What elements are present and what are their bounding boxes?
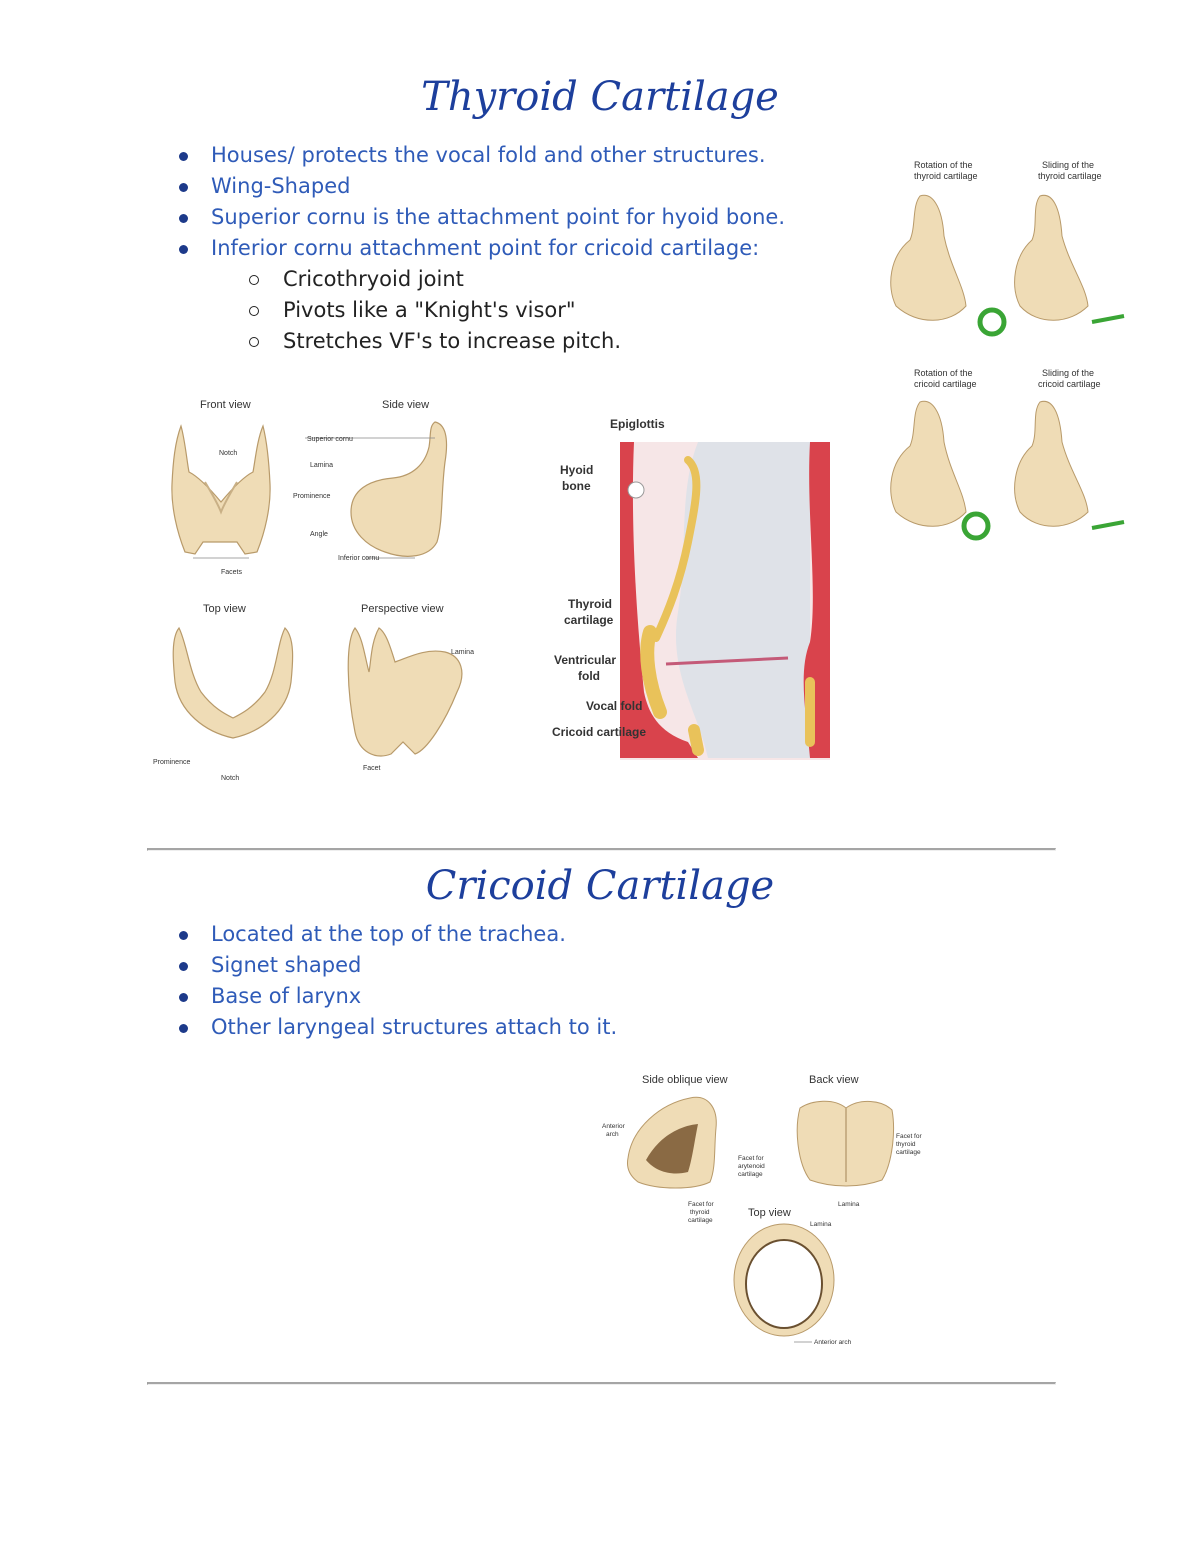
notch-top-label: Notch: [221, 775, 239, 782]
thyroid-sub-list: Cricothryoid joint Pivots like a "Knight…: [211, 264, 785, 357]
superior-cornu-label: Superior cornu: [307, 436, 353, 443]
inferior-cornu-label: Inferior cornu: [338, 555, 379, 562]
sub-list-item: Stretches VF's to increase pitch.: [249, 326, 785, 357]
angle-label: Angle: [310, 531, 328, 538]
bullet-ring-icon: [249, 306, 259, 316]
facet-thy-back-label-3: cartilage: [896, 1149, 921, 1156]
facet-thy-back-label-2: thyroid: [896, 1141, 916, 1148]
bullet-text: Superior cornu is the attachment point f…: [211, 205, 786, 229]
thyroid-label-1: Thyroid: [568, 597, 612, 611]
thyroid-label-2: cartilage: [564, 613, 614, 627]
cricoid-bullet-list: Located at the top of the trachea. Signe…: [178, 919, 617, 1043]
lamina-label: Lamina: [310, 462, 333, 469]
list-item: Houses/ protects the vocal fold and othe…: [178, 140, 785, 171]
bullet-dot-icon: [179, 931, 188, 940]
list-item: Inferior cornu attachment point for cric…: [178, 233, 785, 357]
facet-thy-label-3: cartilage: [688, 1217, 713, 1224]
bullet-text: Base of larynx: [211, 984, 362, 1008]
rot-thyroid-label-2: thyroid cartilage: [914, 171, 978, 181]
hyoid-label-2: bone: [562, 479, 591, 493]
front-view-label: Front view: [200, 399, 251, 411]
sub-bullet-text: Stretches VF's to increase pitch.: [283, 329, 621, 353]
lamina-persp-label: Lamina: [451, 649, 474, 656]
cricoid-title: Cricoid Cartilage: [425, 863, 775, 909]
prominence-label: Prominence: [293, 493, 330, 500]
thyroid-title: Thyroid Cartilage: [421, 74, 779, 120]
section-divider: [147, 1382, 1056, 1385]
anterior-arch-label-2: arch: [606, 1131, 619, 1138]
facet-thy-back-label-1: Facet for: [896, 1133, 922, 1140]
anterior-arch-top-label: Anterior arch: [814, 1339, 852, 1346]
bullet-dot-icon: [179, 993, 188, 1002]
anterior-arch-label-1: Anterior: [602, 1123, 626, 1130]
bullet-ring-icon: [249, 337, 259, 347]
bullet-dot-icon: [179, 152, 188, 161]
cricoid-label: Cricoid cartilage: [552, 725, 646, 739]
list-item: Superior cornu is the attachment point f…: [178, 202, 785, 233]
bullet-text: Other laryngeal structures attach to it.: [211, 1015, 618, 1039]
bullet-dot-icon: [179, 1024, 188, 1033]
bullet-dot-icon: [179, 962, 188, 971]
slide-cricoid-label-1: Sliding of the: [1042, 368, 1094, 378]
thyroid-bullet-list: Houses/ protects the vocal fold and othe…: [178, 140, 785, 357]
thyroid-views-figure: Front view Side view Superior cornu Notc…: [145, 392, 495, 792]
facets-label: Facets: [221, 569, 243, 576]
thyroid-perspective-shape: [347, 627, 463, 757]
bullet-text: Houses/ protects the vocal fold and othe…: [211, 143, 766, 167]
slide-thyroid-label-1: Sliding of the: [1042, 160, 1094, 170]
rot-cricoid-label-2: cricoid cartilage: [914, 379, 977, 389]
list-item: Located at the top of the trachea.: [178, 919, 617, 950]
list-item: Other laryngeal structures attach to it.: [178, 1012, 617, 1043]
slide-cricoid-label-2: cricoid cartilage: [1038, 379, 1101, 389]
cricoid-views-figure: Side oblique view Back view Anterior arc…: [598, 1068, 938, 1353]
bullet-text: Located at the top of the trachea.: [211, 922, 566, 946]
lamina-back-label: Lamina: [838, 1201, 860, 1208]
epiglottis-label: Epiglottis: [610, 417, 665, 431]
facet-aryt-label-1: Facet for: [738, 1155, 764, 1162]
thyroid-front-shape: [171, 424, 271, 555]
list-item: Wing-Shaped: [178, 171, 785, 202]
rot-cricoid-label-1: Rotation of the: [914, 368, 973, 378]
facet-thy-label-2: thyroid: [690, 1209, 710, 1216]
perspective-view-label: Perspective view: [361, 603, 444, 615]
prominence-top-label: Prominence: [153, 759, 190, 766]
facet-aryt-label-2: arytenoid: [738, 1163, 765, 1170]
facet-label: Facet: [363, 765, 381, 772]
bullet-dot-icon: [179, 245, 188, 254]
side-oblique-label: Side oblique view: [642, 1074, 728, 1086]
slide-thyroid-label-2: thyroid cartilage: [1038, 171, 1102, 181]
top-view-cricoid-label: Top view: [748, 1207, 791, 1219]
facet-aryt-label-3: cartilage: [738, 1171, 763, 1178]
top-view-label: Top view: [203, 603, 246, 615]
sub-list-item: Pivots like a "Knight's visor": [249, 295, 785, 326]
bullet-ring-icon: [249, 275, 259, 285]
lamina-top-label: Lamina: [810, 1221, 832, 1228]
thyroid-top-shape: [172, 626, 294, 739]
side-view-label: Side view: [382, 399, 429, 411]
sub-bullet-text: Cricothryoid joint: [283, 267, 464, 291]
back-view-label: Back view: [809, 1074, 859, 1086]
notch-label: Notch: [219, 450, 237, 457]
bullet-dot-icon: [179, 214, 188, 223]
larynx-section-figure: Epiglottis Hyoid bone Thyroid cartilage …: [548, 412, 838, 762]
sub-list-item: Cricothryoid joint: [249, 264, 785, 295]
sub-bullet-text: Pivots like a "Knight's visor": [283, 298, 576, 322]
bullet-text: Signet shaped: [211, 953, 362, 977]
vocal-fold-label: Vocal fold: [586, 699, 642, 713]
facet-thy-label-1: Facet for: [688, 1201, 714, 1208]
cartilage-motion-figure: Rotation of the thyroid cartilage Slidin…: [880, 156, 1135, 551]
bullet-text: Inferior cornu attachment point for cric…: [211, 236, 760, 260]
ventricular-label-2: fold: [578, 669, 600, 683]
section-divider: [147, 848, 1056, 851]
ventricular-label-1: Ventricular: [554, 653, 616, 667]
bullet-dot-icon: [179, 183, 188, 192]
rot-thyroid-label-1: Rotation of the: [914, 160, 973, 170]
hyoid-label-1: Hyoid: [560, 463, 593, 477]
list-item: Signet shaped: [178, 950, 617, 981]
bullet-text: Wing-Shaped: [211, 174, 351, 198]
thyroid-side-shape: [350, 421, 448, 557]
list-item: Base of larynx: [178, 981, 617, 1012]
